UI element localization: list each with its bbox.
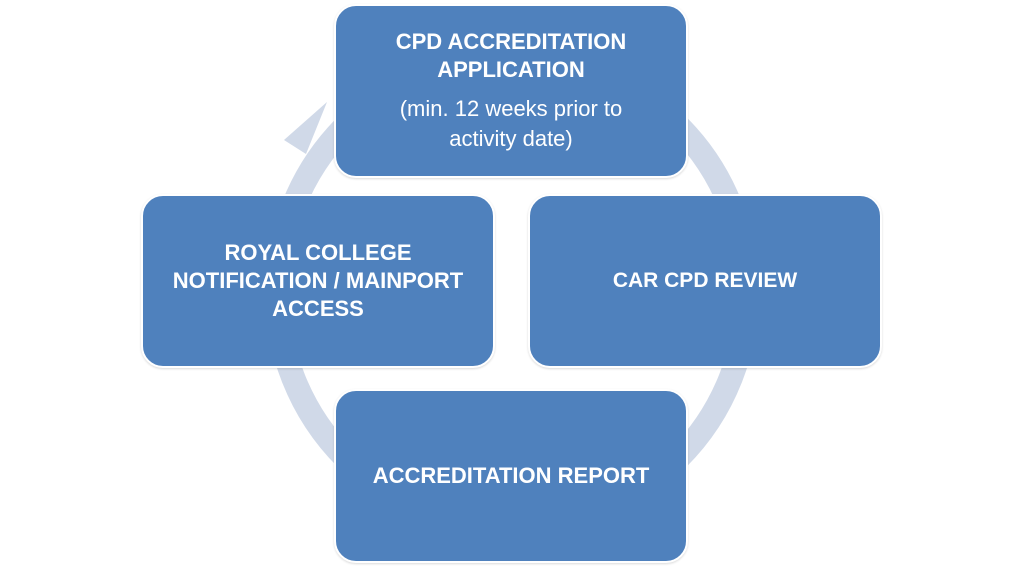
step-subtitle: (min. 12 weeks prior to activity date) bbox=[399, 96, 623, 151]
step-title: ROYAL COLLEGE NOTIFICATION / MAINPORT AC… bbox=[172, 240, 464, 321]
step-accreditation-report: ACCREDITATION REPORT bbox=[334, 389, 688, 563]
step-title: CPD ACCREDITATION APPLICATION bbox=[395, 29, 627, 82]
cycle-arrowhead bbox=[284, 102, 327, 154]
step-royal-college-notification: ROYAL COLLEGE NOTIFICATION / MAINPORT AC… bbox=[141, 194, 495, 368]
step-cpd-accreditation-application: CPD ACCREDITATION APPLICATION (min. 12 w… bbox=[334, 4, 688, 178]
step-title: ACCREDITATION REPORT bbox=[372, 463, 650, 488]
step-title: CAR CPD REVIEW bbox=[612, 269, 798, 292]
step-car-cpd-review: CAR CPD REVIEW bbox=[528, 194, 882, 368]
